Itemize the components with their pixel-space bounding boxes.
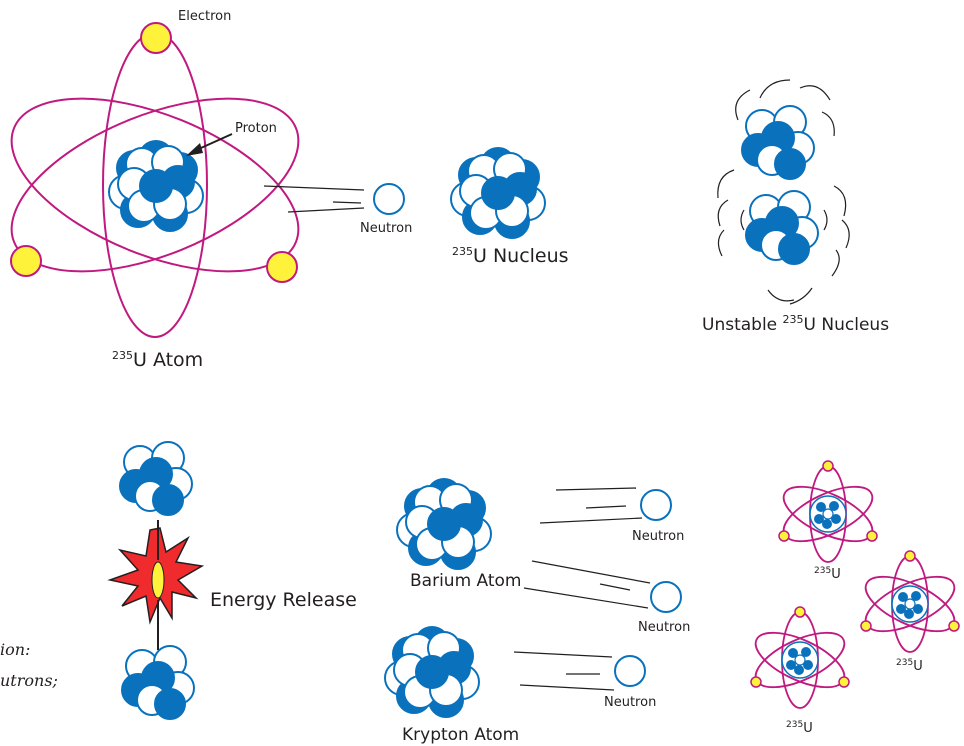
uranium-nucleus: 235U Nucleus [450,147,569,267]
krypton-label: Krypton Atom [402,725,519,745]
nucleus-label: 235U Nucleus [452,245,569,267]
orbit-2 [10,97,300,273]
uranium-atom: Electron Proton 235U Atom [10,9,300,371]
released-neutron-3: Neutron [513,651,656,710]
unstable-nucleus: Unstable 235U Nucleus [702,79,889,335]
incoming-neutron: Neutron [263,183,412,236]
small-atom-1-label: 235U [814,566,841,582]
orbit-1 [10,97,300,273]
released-neutron-2: Neutron [523,560,690,635]
electron-label: Electron [178,9,231,24]
energy-release-label: Energy Release [210,589,357,611]
energy-release: Energy Release [107,441,357,720]
small-atom-3: 235U [747,606,853,736]
neutron-label-3: Neutron [638,620,690,635]
barium-label: Barium Atom [410,571,522,591]
electron-top [140,22,172,54]
neutron-label-1: Neutron [360,221,412,236]
small-atom-1: 235U [775,460,881,582]
proton-arrow-head [186,143,203,156]
atom-label: 235U Atom [112,349,203,371]
unstable-label: Unstable 235U Nucleus [702,313,889,335]
krypton-atom: Krypton Atom [384,626,519,745]
vibration-marks [717,79,850,305]
caption-line-2: utrons; [0,671,58,690]
small-atom-2-label: 235U [896,658,923,674]
proton-label: Proton [235,121,277,136]
barium-atom: Barium Atom [396,478,522,591]
small-atom-2: 235U [857,550,963,674]
neutron-label-4: Neutron [604,695,656,710]
released-neutron-1: Neutron [539,487,684,544]
small-atom-3-label: 235U [786,720,813,736]
caption-line-1: ion: [0,640,30,659]
electron-left [10,245,42,277]
neutron-ball [373,183,405,215]
neutron-label-2: Neutron [632,529,684,544]
electron-right [266,251,298,283]
